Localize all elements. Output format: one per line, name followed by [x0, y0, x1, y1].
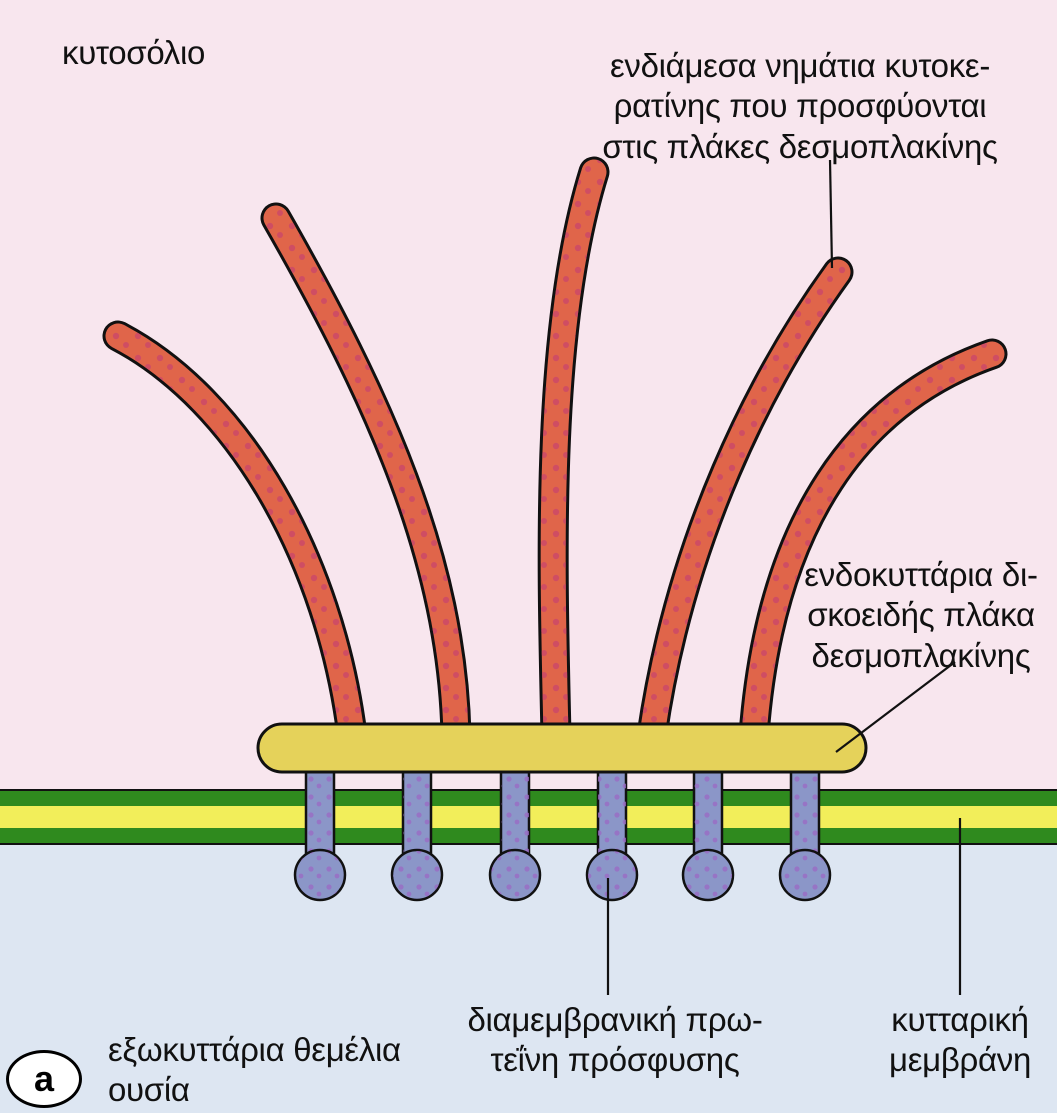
- transmembrane-protein-label: διαμεμβρανική πρω- τεΐνη πρόσφυσης: [455, 1000, 775, 1081]
- keratin-filaments-label: ενδιάμεσα νημάτια κυτοκε- ρατίνης που πρ…: [560, 46, 1040, 167]
- desmoplakin-plaque-label: ενδοκυττάρια δι- σκοειδής πλάκα δεσμοπλα…: [790, 555, 1052, 676]
- panel-badge-letter: a: [34, 1058, 54, 1100]
- desmoplakin-plaque: [258, 724, 866, 772]
- cytosol-label: κυτοσόλιο: [62, 33, 205, 73]
- extracellular-matrix-label: εξωκυττάρια θεμέλια ουσία: [108, 1030, 401, 1111]
- panel-badge: a: [6, 1050, 82, 1108]
- cell-membrane-label: κυτταρική μεμβράνη: [870, 1000, 1050, 1081]
